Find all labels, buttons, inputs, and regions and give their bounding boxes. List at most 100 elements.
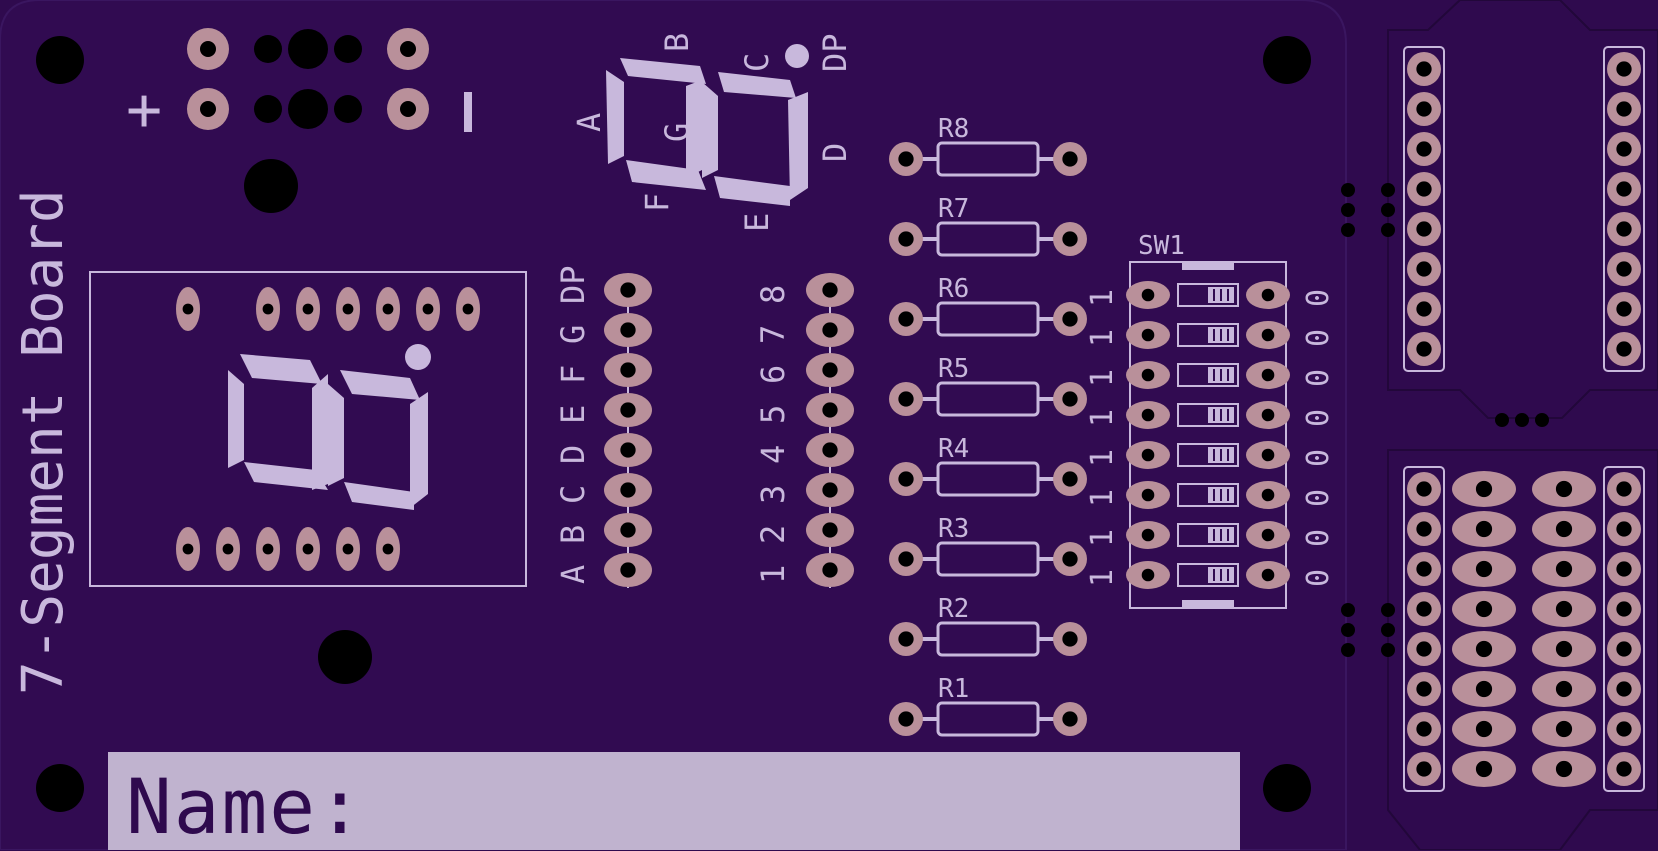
drill-hole	[1616, 601, 1632, 617]
drill-hole	[1616, 341, 1632, 357]
drill-hole	[1616, 221, 1632, 237]
drill-hole	[262, 543, 274, 555]
name-label: Name:	[126, 762, 365, 851]
drill-hole	[1416, 521, 1432, 537]
drill-hole	[382, 543, 394, 555]
svg-text:C: C	[738, 53, 776, 72]
connector-column	[1603, 46, 1645, 372]
resistor-label: R3	[938, 514, 969, 544]
header-label: F	[554, 365, 592, 384]
drill-hole	[898, 471, 914, 487]
dip-label-on: 1	[1085, 409, 1120, 427]
drill-hole	[1475, 560, 1493, 578]
header-label: A	[554, 565, 592, 584]
drill-hole	[1616, 561, 1632, 577]
drill-hole	[1616, 641, 1632, 657]
resistor: R8	[889, 114, 1087, 177]
drill-hole	[822, 442, 838, 458]
drill-hole	[462, 303, 474, 315]
right-connectors	[1403, 46, 1645, 792]
drill-hole	[1416, 101, 1432, 117]
mounting-hole	[1263, 36, 1311, 84]
drill-hole	[822, 362, 838, 378]
drill-hole	[1416, 481, 1432, 497]
minus-symbol	[464, 92, 472, 132]
drill-hole	[1416, 341, 1432, 357]
drill-hole	[1062, 151, 1078, 167]
power-pads	[187, 28, 429, 130]
drill-hole	[1475, 720, 1493, 738]
resistor-label: R2	[938, 594, 969, 624]
drill-hole	[1616, 61, 1632, 77]
drill-hole	[898, 231, 914, 247]
drill-hole	[1616, 721, 1632, 737]
board-title: 7-Segment Board	[11, 189, 76, 695]
shield-top-outline	[1387, 0, 1658, 419]
header-label: 8	[754, 285, 792, 304]
drill-hole	[822, 322, 838, 338]
drill-hole	[1475, 680, 1493, 698]
resistor: R2	[889, 594, 1087, 657]
top-display-labels: A B C D E F G DP	[570, 33, 854, 232]
top-display-segments	[606, 44, 809, 206]
dip-label-off: 0	[1301, 289, 1336, 307]
header-label: C	[554, 485, 592, 504]
connector-column	[1403, 46, 1445, 372]
drill-hole	[1475, 600, 1493, 618]
svg-text:F: F	[638, 193, 676, 212]
drill-hole	[342, 303, 354, 315]
main-display-segments	[228, 344, 431, 510]
drill-hole	[620, 282, 636, 298]
drill-hole	[1616, 181, 1632, 197]
drill-hole	[1261, 488, 1275, 502]
resistor-label: R5	[938, 354, 969, 384]
resistor-label: R7	[938, 194, 969, 224]
resistor: R1	[889, 674, 1087, 737]
drill-hole	[1062, 711, 1078, 727]
drill-hole	[1616, 301, 1632, 317]
svg-text:D: D	[816, 143, 854, 162]
drill-hole	[1616, 141, 1632, 157]
drill-hole	[898, 391, 914, 407]
drill-hole	[302, 303, 314, 315]
dip-label-off: 0	[1301, 369, 1336, 387]
drill-hole	[1416, 61, 1432, 77]
drill-hole	[620, 482, 636, 498]
drill-hole	[1416, 761, 1432, 777]
dip-label-off: 0	[1301, 529, 1336, 547]
header-left-pads	[604, 273, 652, 588]
header-label: B	[554, 525, 592, 544]
drill-hole	[1261, 568, 1275, 582]
drill-hole	[1555, 560, 1573, 578]
drill-hole	[1616, 761, 1632, 777]
header-label: 2	[754, 525, 792, 544]
dip-label-off: 0	[1301, 569, 1336, 587]
header-label: DP	[554, 265, 592, 304]
drill-hole	[1416, 261, 1432, 277]
header-label: 1	[754, 565, 792, 584]
drill-hole	[1062, 391, 1078, 407]
dip-label-off: 0	[1301, 449, 1336, 467]
drill-hole	[1261, 328, 1275, 342]
svg-text:G: G	[658, 123, 696, 142]
header-label: 3	[754, 485, 792, 504]
svg-text:DP: DP	[816, 33, 854, 72]
dip-label-on: 1	[1085, 289, 1120, 307]
dip-label-on: 1	[1085, 489, 1120, 507]
connector-column	[1532, 471, 1596, 787]
drill-hole	[222, 543, 234, 555]
drill-hole	[898, 631, 914, 647]
drill-hole	[1616, 481, 1632, 497]
drill-hole	[620, 322, 636, 338]
dip-label-on: 1	[1085, 369, 1120, 387]
drill-hole	[1261, 448, 1275, 462]
drill-hole	[1616, 261, 1632, 277]
drill-hole	[898, 311, 914, 327]
drill-hole	[1475, 760, 1493, 778]
header-label: 5	[754, 405, 792, 424]
drill-hole	[620, 562, 636, 578]
drill-hole	[898, 711, 914, 727]
drill-hole	[1616, 521, 1632, 537]
